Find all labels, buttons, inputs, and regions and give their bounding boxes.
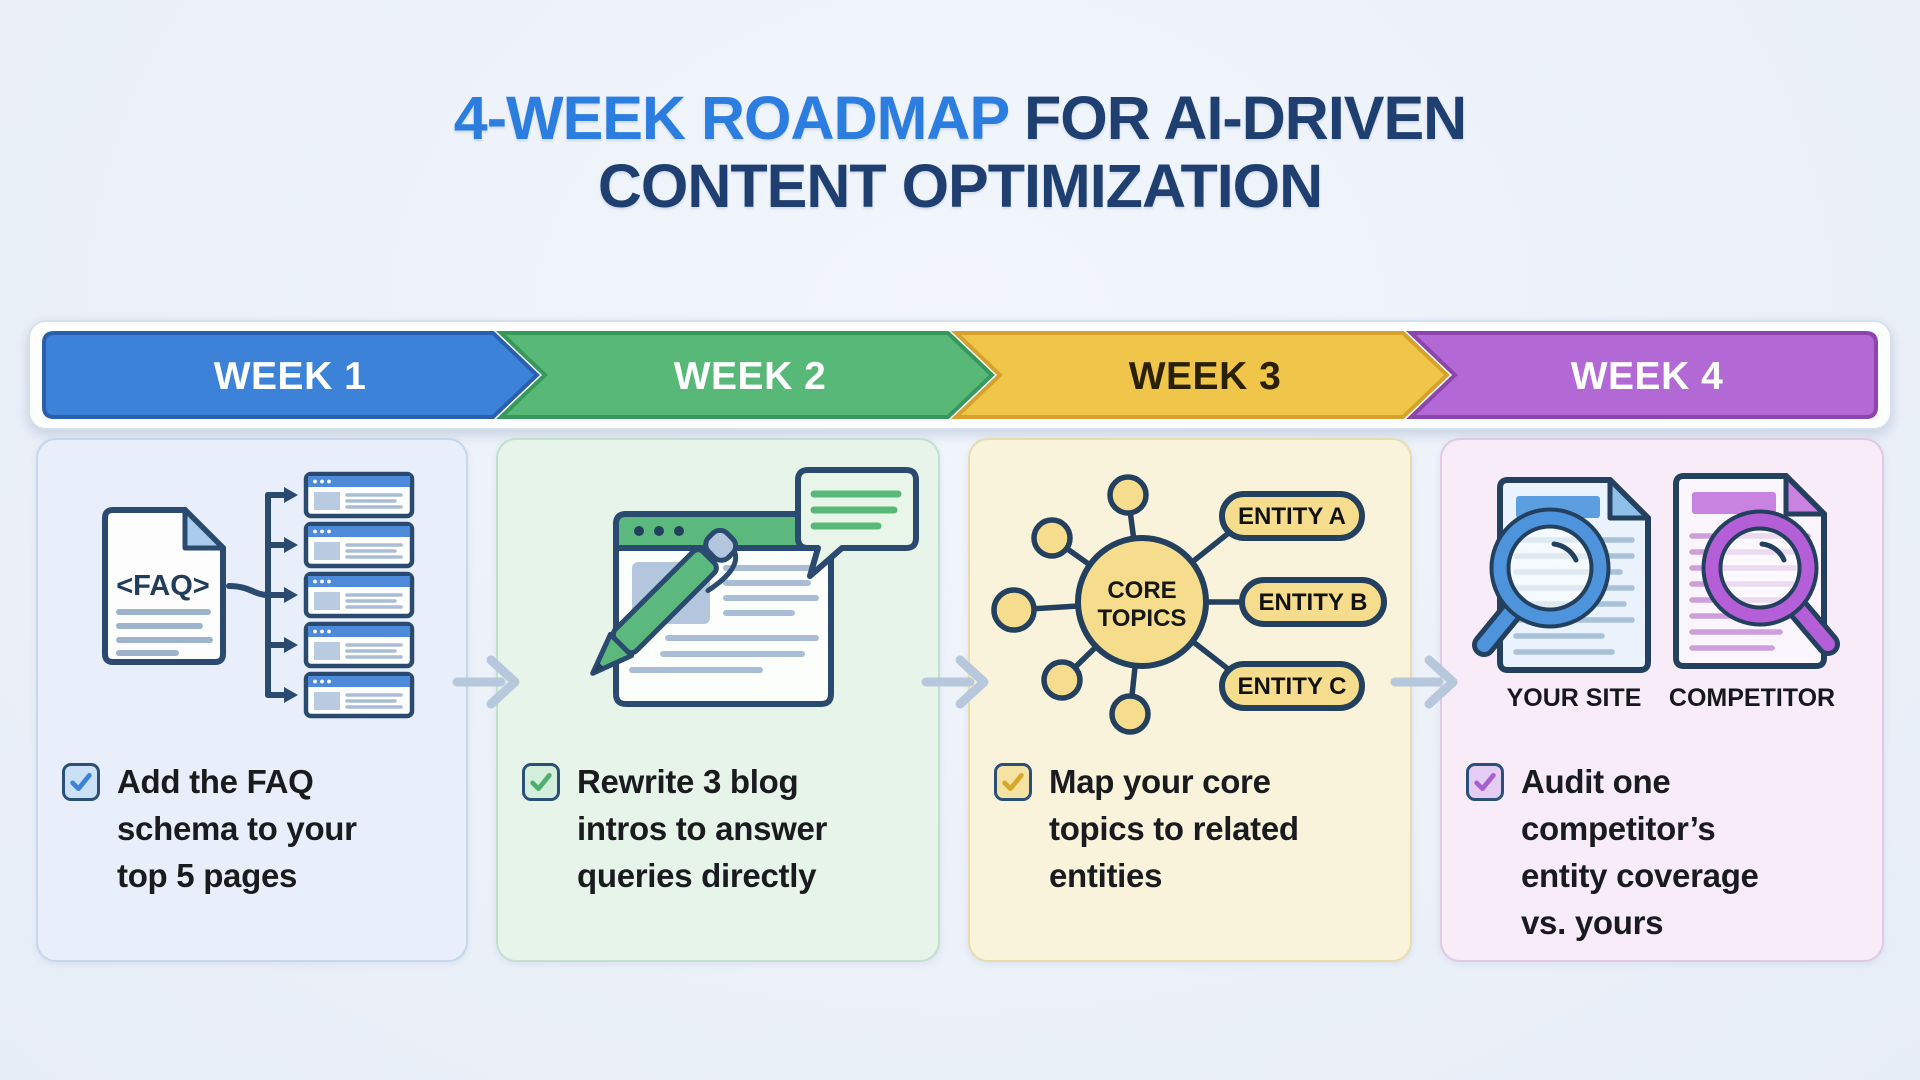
week-3-label: WEEK 3: [1129, 355, 1282, 398]
next-step-arrow-icon: [921, 655, 989, 709]
magnifier-purple-icon: [1701, 509, 1840, 656]
page-thumbnails-icon: [303, 471, 415, 719]
entity-pills-icon: ENTITY A ENTITY B ENTITY C: [1219, 491, 1387, 711]
core-topics-line2: TOPICS: [1098, 605, 1187, 632]
timeline-chevrons-icon: WEEK 1 WEEK 2 WEEK 3 WEEK 4: [42, 331, 1878, 419]
week-3-task: Map your core topics to related entities: [970, 752, 1410, 899]
entity-b-label: ENTITY B: [1259, 589, 1368, 616]
week-1-task: Add the FAQ schema to your top 5 pages: [38, 752, 466, 899]
checkbox-week-4-icon: [1466, 763, 1504, 801]
week-4-chevron: [1406, 331, 1878, 419]
checkmark-icon: [1002, 772, 1024, 792]
competitor-label: COMPETITOR: [1669, 684, 1835, 712]
core-topics-node-icon: [1075, 535, 1209, 669]
faq-schema-icon: <FAQ>: [38, 452, 466, 752]
arrowheads-icon: [284, 487, 298, 703]
week-1-label: WEEK 1: [214, 355, 367, 398]
entity-c-label: ENTITY C: [1238, 673, 1347, 700]
week-columns: <FAQ>: [36, 438, 1884, 962]
core-topics-line1: CORE: [1107, 577, 1176, 604]
page-title: 4-WEEK ROADMAP FOR AI-DRIVEN CONTENT OPT…: [0, 0, 1920, 220]
next-step-arrow-icon: [1390, 655, 1458, 709]
checkbox-week-2-icon: [522, 763, 560, 801]
week-4-column: YOUR SITE CO: [1440, 438, 1884, 962]
title-highlight: 4-WEEK ROADMAP: [453, 84, 1009, 152]
topic-nodes-icon: [991, 474, 1151, 735]
timeline-bar: WEEK 1 WEEK 2 WEEK 3 WEEK 4: [28, 320, 1892, 430]
entity-map-icon: CORE TOPICS ENTITY A ENTITY B ENTITY C: [970, 452, 1410, 752]
document-fold-icon: [182, 507, 226, 551]
magnifier-blue-icon: [1472, 507, 1611, 657]
bubble-lines-icon: [810, 490, 902, 530]
week-4-task-text: Audit one competitor’s entity coverage v…: [1521, 763, 1759, 941]
week-2-task: Rewrite 3 blog intros to answer queries …: [498, 752, 938, 899]
week-2-column: Rewrite 3 blog intros to answer queries …: [496, 438, 940, 962]
week-2-task-text: Rewrite 3 blog intros to answer queries …: [577, 763, 828, 894]
competitor-audit-icon: YOUR SITE CO: [1442, 452, 1882, 752]
title-rest: FOR AI-DRIVEN: [1008, 84, 1467, 152]
blog-rewrite-icon: [498, 452, 938, 752]
week-3-chevron: [951, 331, 1450, 419]
week-4-label: WEEK 4: [1571, 355, 1724, 398]
entity-a-label: ENTITY A: [1238, 503, 1346, 530]
week-2-label: WEEK 2: [674, 355, 827, 398]
pen-icon: [590, 527, 739, 676]
week-4-task: Audit one competitor’s entity coverage v…: [1442, 752, 1882, 946]
title-line2: CONTENT OPTIMIZATION: [597, 152, 1323, 220]
week-1-column: <FAQ>: [36, 438, 468, 962]
checkbox-week-3-icon: [994, 763, 1032, 801]
week-1-chevron: [42, 331, 540, 419]
next-step-arrow-icon: [452, 655, 520, 709]
connector-arrows-icon: [226, 492, 287, 698]
article-lines-icon: [629, 565, 819, 673]
week-2-chevron: [496, 331, 995, 419]
doc-text-lines-icon: [116, 609, 213, 656]
week-3-task-text: Map your core topics to related entities: [1049, 763, 1299, 894]
week-1-task-text: Add the FAQ schema to your top 5 pages: [117, 763, 357, 894]
your-site-label: YOUR SITE: [1507, 684, 1642, 712]
checkmark-icon: [530, 772, 552, 792]
checkmark-icon: [1474, 772, 1496, 792]
week-3-column: CORE TOPICS ENTITY A ENTITY B ENTITY C M…: [968, 438, 1412, 962]
checkmark-icon: [70, 772, 92, 792]
faq-doc-label: <FAQ>: [116, 570, 210, 602]
checkbox-week-1-icon: [62, 763, 100, 801]
